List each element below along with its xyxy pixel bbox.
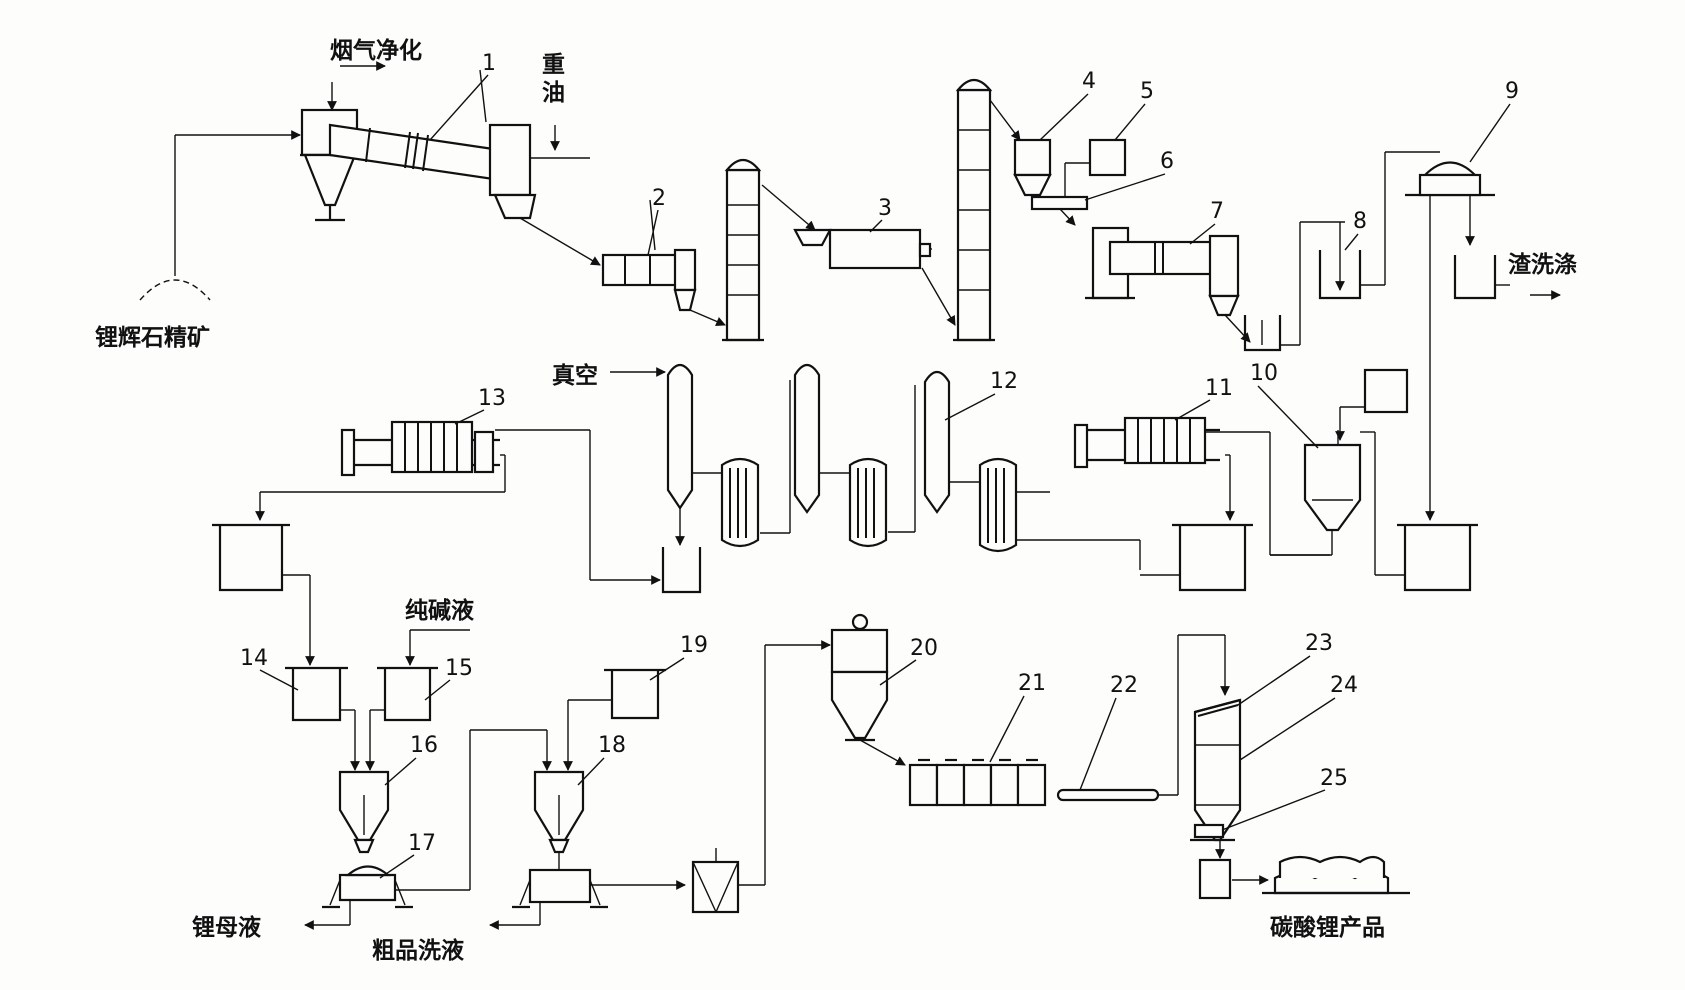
centrifuge-17 bbox=[304, 729, 552, 930]
bins-21 bbox=[908, 758, 1047, 807]
number-17: 17 bbox=[408, 831, 436, 856]
number-14: 14 bbox=[240, 646, 268, 671]
feeder-6 bbox=[1030, 195, 1089, 226]
label-mother-liquor: 锂母液 bbox=[192, 914, 261, 941]
tank-14 bbox=[285, 666, 355, 722]
spodumene-pile bbox=[139, 130, 301, 301]
leader-lines bbox=[259, 74, 1511, 879]
filtrate-tank bbox=[1374, 523, 1478, 592]
label-heavy-oil-1: 重 bbox=[542, 52, 565, 78]
number-25: 25 bbox=[1320, 766, 1348, 791]
slag-wash-tank bbox=[1453, 255, 1561, 300]
wash-tank-8 bbox=[1318, 151, 1440, 300]
number-10: 10 bbox=[1250, 361, 1278, 386]
leach-tank-10 bbox=[1243, 221, 1345, 352]
number-7: 7 bbox=[1210, 199, 1224, 224]
number-15: 15 bbox=[445, 656, 473, 681]
cooler-2 bbox=[601, 199, 697, 312]
hopper-4 bbox=[1013, 138, 1052, 197]
number-20: 20 bbox=[910, 636, 938, 661]
label-slag-wash: 渣洗涤 bbox=[1508, 251, 1577, 278]
label-flue-gas: 烟气净化 bbox=[330, 37, 422, 64]
number-22: 22 bbox=[1110, 673, 1138, 698]
tank-under-11 bbox=[1140, 523, 1253, 592]
label-vacuum: 真空 bbox=[552, 362, 598, 389]
acidification-kiln-7 bbox=[1085, 226, 1240, 317]
rotary-kiln-1 bbox=[300, 69, 590, 222]
washer-18 bbox=[533, 770, 585, 870]
conveyor-22 bbox=[1056, 634, 1230, 802]
label-crude-wash: 粗品洗液 bbox=[372, 937, 464, 964]
bucket-elevator-a bbox=[722, 158, 764, 342]
number-18: 18 bbox=[598, 733, 626, 758]
dryer-20 bbox=[830, 613, 906, 766]
label-product: 碳酸锂产品 bbox=[1270, 914, 1385, 941]
number-2: 2 bbox=[652, 186, 666, 211]
thickener-10 bbox=[1270, 368, 1409, 556]
silo-24 bbox=[1190, 698, 1242, 859]
number-23: 23 bbox=[1305, 631, 1333, 656]
number-5: 5 bbox=[1140, 79, 1154, 104]
number-12: 12 bbox=[990, 369, 1018, 394]
bucket-elevator-b bbox=[953, 78, 995, 342]
storage-tank bbox=[212, 523, 315, 666]
filter-press-13 bbox=[255, 420, 661, 585]
centrifuge-18b bbox=[489, 868, 686, 930]
flue-gas-line bbox=[327, 61, 386, 111]
number-3: 3 bbox=[878, 196, 892, 221]
tank-19 bbox=[563, 668, 666, 771]
number-8: 8 bbox=[1353, 209, 1367, 234]
belt-filter-9 bbox=[1405, 161, 1495, 521]
number-4: 4 bbox=[1082, 69, 1096, 94]
label-spodumene: 锂辉石精矿 bbox=[95, 324, 210, 351]
number-21: 21 bbox=[1018, 671, 1046, 696]
product-bags bbox=[1262, 855, 1410, 895]
number-19: 19 bbox=[680, 633, 708, 658]
number-6: 6 bbox=[1160, 149, 1174, 174]
ball-mill-3 bbox=[793, 228, 932, 270]
tank-5 bbox=[1064, 138, 1127, 205]
number-1: 1 bbox=[482, 51, 496, 76]
number-24: 24 bbox=[1330, 673, 1358, 698]
evaporator-12 bbox=[610, 363, 1141, 570]
label-heavy-oil-2: 油 bbox=[542, 80, 565, 106]
filter-press-11 bbox=[1073, 416, 1330, 556]
bagging-unit bbox=[1198, 858, 1269, 900]
number-11: 11 bbox=[1205, 376, 1233, 401]
tank-15 bbox=[370, 629, 470, 722]
label-soda-solution: 纯碱液 bbox=[405, 597, 474, 624]
feed-hopper bbox=[691, 640, 831, 914]
number-9: 9 bbox=[1505, 79, 1519, 104]
number-13: 13 bbox=[478, 386, 506, 411]
condensate-tank bbox=[661, 547, 702, 594]
precipitator-16 bbox=[338, 770, 390, 854]
number-16: 16 bbox=[410, 733, 438, 758]
